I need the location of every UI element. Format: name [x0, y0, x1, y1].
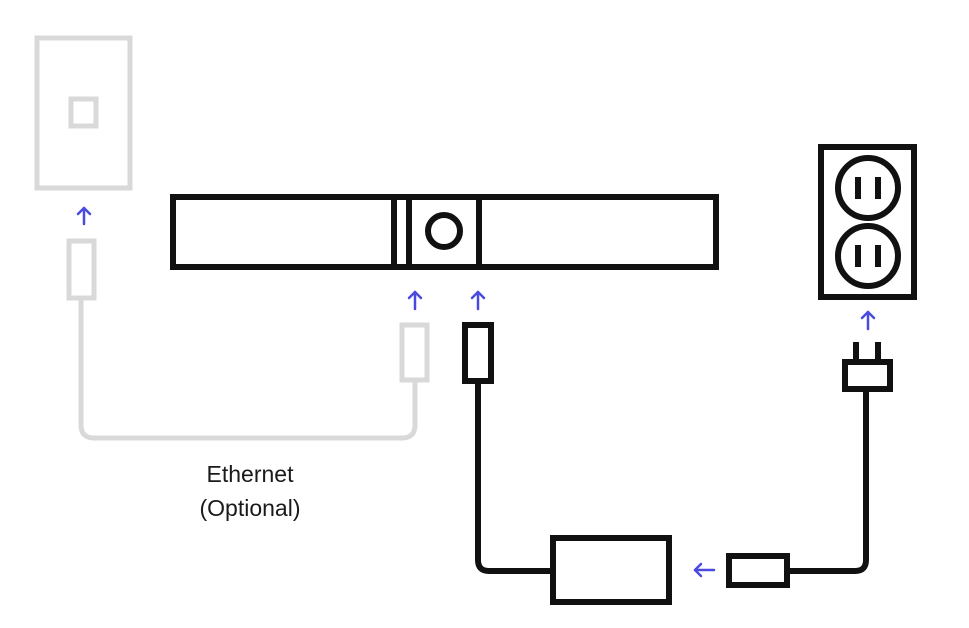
ethernet-optional-label: Ethernet (Optional): [150, 457, 350, 525]
camera-lens-icon: [425, 212, 463, 250]
ethernet-plug-device: [399, 322, 430, 383]
ac-plug: [842, 342, 893, 392]
power-path: [462, 144, 917, 605]
ethernet-label-line1: Ethernet: [206, 461, 294, 487]
ethernet-plug-wall: [66, 238, 97, 301]
arrow-left-icon: [693, 562, 716, 578]
adapter-connector: [726, 553, 790, 588]
ethernet-path: [34, 35, 430, 441]
arrow-up-icon: [407, 290, 423, 311]
arrow-up-icon: [76, 206, 92, 226]
wall-power-outlet: [818, 144, 917, 300]
connection-arrows: [76, 206, 876, 578]
ethernet-label-line2: (Optional): [199, 495, 301, 521]
dc-cable: [475, 381, 553, 574]
camera-module: [406, 194, 482, 270]
power-adapter: [550, 535, 672, 605]
outlet-socket-top: [835, 155, 901, 221]
ac-cable: [787, 389, 869, 574]
power-plug-device: [462, 322, 494, 384]
arrow-up-icon: [470, 290, 486, 311]
outlet-socket-bottom: [835, 223, 901, 289]
wall-ethernet-jack: [34, 35, 133, 191]
arrow-up-icon: [860, 310, 876, 331]
ethernet-cable: [78, 298, 418, 441]
video-bar-device: [170, 194, 719, 270]
